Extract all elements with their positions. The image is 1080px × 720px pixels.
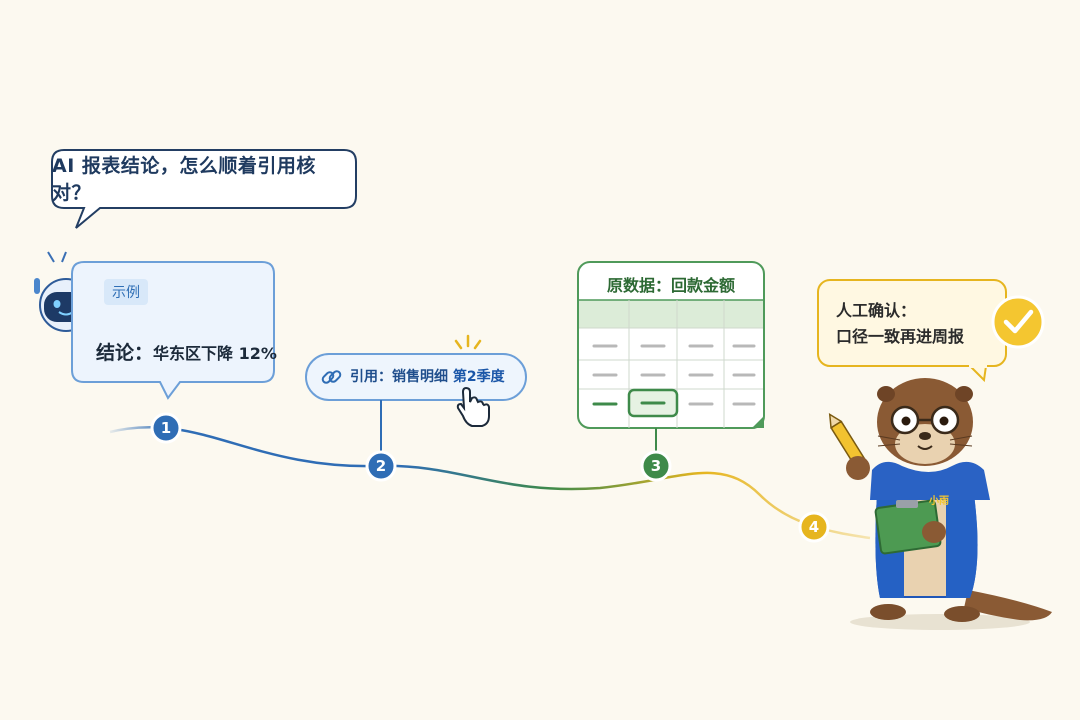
conclusion-text: 结论：华东区下降 12% (96, 338, 277, 365)
human-confirm-card (817, 279, 1045, 383)
sparkle-icon (454, 334, 482, 350)
example-tag: 示例 (104, 279, 148, 305)
source-table-title: 原数据：回款金额 (606, 276, 735, 295)
citation-pill (305, 334, 527, 452)
citation-highlight[interactable]: 第2季度 (452, 369, 505, 385)
step-number-1: 1 (161, 419, 171, 437)
confirm-line-2: 口径一致再进周报 (836, 327, 965, 346)
step-marker-4 (798, 511, 830, 543)
citation-label: 引用：销售明细 (350, 369, 448, 385)
confirm-line-1: 人工确认： (836, 301, 917, 320)
hand-cursor-icon (456, 386, 490, 427)
step-number-4: 4 (809, 518, 819, 536)
step-marker-1 (150, 412, 182, 444)
otter-mascot-icon (828, 378, 1052, 630)
question-bubble (51, 149, 357, 229)
question-text: AI 报表结论，怎么顺着引用核对？ (52, 155, 316, 204)
step-marker-3 (640, 450, 672, 482)
timeline-path (109, 425, 871, 540)
conclusion-value: 华东区下降 12% (153, 344, 277, 363)
source-table (577, 261, 765, 452)
checkmark-icon (991, 295, 1045, 349)
link-icon (321, 370, 342, 384)
step-marker-2 (365, 450, 397, 482)
ai-conclusion-card (71, 261, 275, 400)
human-confirm-text: 人工确认： 口径一致再进周报 (836, 298, 964, 350)
conclusion-label: 结论： (96, 342, 154, 364)
citation-text[interactable]: 引用：销售明细 第2季度 (350, 366, 505, 386)
step-number-2: 2 (376, 457, 386, 475)
mascot-badge: 小雨 (929, 496, 949, 507)
step-number-3: 3 (651, 457, 661, 475)
